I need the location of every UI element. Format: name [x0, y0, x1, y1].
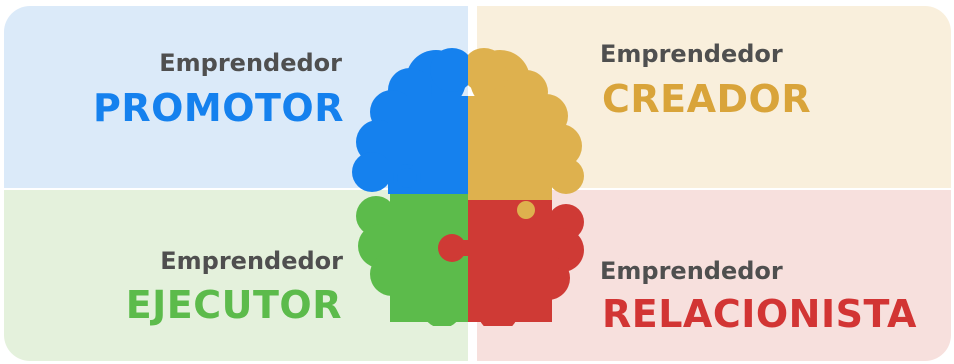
ejecutor-subtitle: Emprendedor — [160, 247, 343, 275]
relacionista-subtitle: Emprendedor — [600, 257, 783, 285]
promotor-subtitle: Emprendedor — [159, 49, 342, 77]
promotor-title: PROMOTOR — [92, 86, 344, 130]
brain-piece-creador — [468, 48, 584, 223]
creador-subtitle: Emprendedor — [600, 40, 783, 68]
relacionista-title: RELACIONISTA — [602, 292, 917, 336]
ejecutor-title: EJECUTOR — [125, 283, 342, 327]
puzzle-brain-icon — [352, 48, 584, 326]
creador-title: CREADOR — [602, 77, 812, 121]
